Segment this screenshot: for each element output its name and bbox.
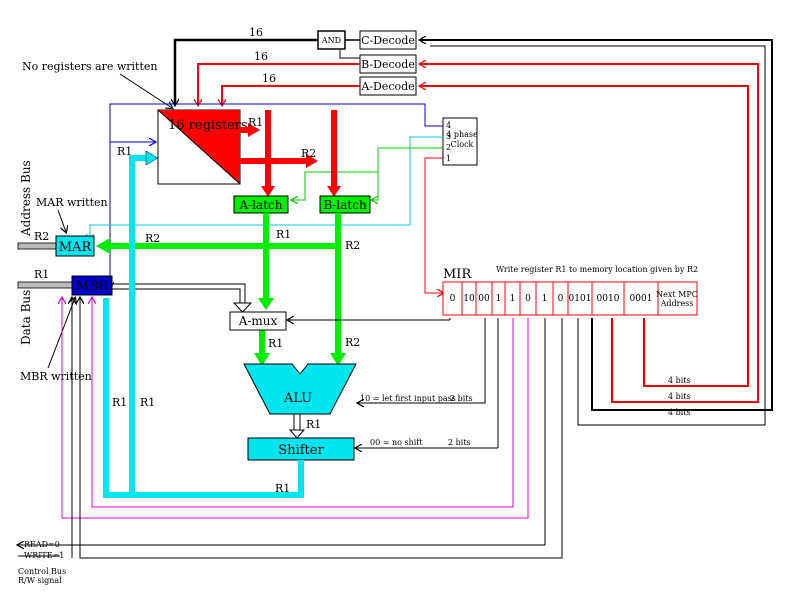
data-bus-label: Data Bus [19,290,33,345]
mbr-label: MBR [76,279,110,294]
address-data-buses: R2 R1 Address Bus Data Bus [17,160,73,345]
mbr-register: MBR [71,275,113,296]
c-bus-loop: R1 R1 R1 R1 [103,145,304,498]
and-gate-label: AND [321,36,341,45]
alu-label: ALU [283,391,312,406]
reg-label-r1-alatch: R1 [276,228,291,241]
mir-field-value: 1 [510,294,516,304]
clock-phase-3: 3 [446,132,451,141]
mar-register: MAR [55,235,95,257]
b-decoder-label: B-Decode [361,58,415,71]
reg-label-r2-alu: R2 [345,336,360,349]
shifter-annotation: 00 = no shift [370,438,423,447]
mir-next-label-1: Next MPC [656,290,698,299]
mar-label: MAR [59,240,93,255]
clock-label-2: Clock [451,140,474,149]
shifter: Shifter [247,437,355,461]
register-file: 16 registers [157,109,248,185]
a-bus-width: 16 [262,72,276,85]
a-mux: A-mux [229,311,287,331]
c-decoder-label: C-Decode [361,34,415,47]
mir-label: MIR [443,267,472,282]
reg-label-r1-shifter: R1 [275,482,290,495]
a-latch: A-latch [233,195,289,214]
c-decoder: C-Decode [359,30,417,50]
clock-phase-4: 4 [446,121,451,130]
register-outputs: R1 R2 [240,110,341,197]
mar-in-reg: R2 [34,230,49,243]
a-mux-label: A-mux [238,314,278,328]
register-file-label: 16 registers [168,118,248,133]
control-bus-label-2: R/W signal [18,576,62,585]
reg-label-r1-amux: R1 [268,337,283,350]
reg-label-r2-blatch: R2 [345,239,360,252]
width-label-c: 4 bits [668,408,691,417]
clock: 4 phase Clock 4 3 2 1 [442,117,478,166]
mir-field-value: 0101 [569,294,592,304]
alu: ALU [243,363,357,415]
shifter-bits: 2 bits [448,438,471,447]
and-gate: AND [317,30,346,50]
mir-field-value: 00 [478,294,490,304]
c-bus-width: 16 [249,26,263,39]
clock-phase-1: 1 [446,154,451,163]
mir: MIR Write register R1 to memory location… [442,265,698,316]
mir-field-value: 0 [450,294,456,304]
alu-annotation: 10 = let first input pass [360,394,456,403]
mir-field-value: 0010 [597,294,620,304]
a-decoder: A-Decode [359,76,417,96]
control-bus-label-1: Control Bus [18,567,66,576]
b-bus-width: 16 [254,50,268,63]
alu-bits: 2 bits [450,394,473,403]
a-decoder-label: A-Decode [360,80,414,93]
width-label-a: 4 bits [668,376,691,385]
mir-field-value: 10 [463,294,475,304]
reg-label-r2-mar: R2 [145,232,160,245]
mbr-in-reg: R1 [34,268,49,281]
no-write-note: No registers are written [22,60,158,73]
clock-phase-2: 2 [446,143,451,152]
mir-field-value: 1 [496,294,502,304]
b-latch-label: B-latch [323,198,367,212]
decoder-wiring [175,40,773,426]
mir-control-wires [18,298,563,559]
read-signal: READ=0 [24,540,60,549]
mir-field-value: 0 [558,294,564,304]
address-bus-label: Address Bus [19,160,33,237]
mir-field-value: 0 [525,294,531,304]
reg-label-r1-reg-loop: R1 [140,396,155,409]
mir-field-value: 0001 [630,294,653,304]
mir-next-label-2: Address [660,299,694,308]
reg-label-r2-out: R2 [301,147,316,160]
shifter-label: Shifter [278,443,324,458]
reg-label-r1-out: R1 [248,116,263,129]
reg-label-r1-mbr-loop: R1 [112,396,127,409]
width-label-b: 4 bits [668,392,691,401]
reg-label-r1-alu-out: R1 [306,418,321,431]
b-decoder: B-Decode [359,54,417,74]
mar-annotation: MAR written [36,196,108,209]
green-buses: R1 R2 R2 R1 R2 [96,213,360,366]
reg-label-r1-reg-in: R1 [117,145,132,158]
mbr-annotation: MBR written [20,370,92,383]
b-latch: B-latch [319,195,371,214]
clock-label-1: 4 phase [446,130,478,139]
mir-description: Write register R1 to memory location giv… [496,265,698,274]
mir-field-value: 1 [542,294,548,304]
a-latch-label: A-latch [239,198,283,212]
